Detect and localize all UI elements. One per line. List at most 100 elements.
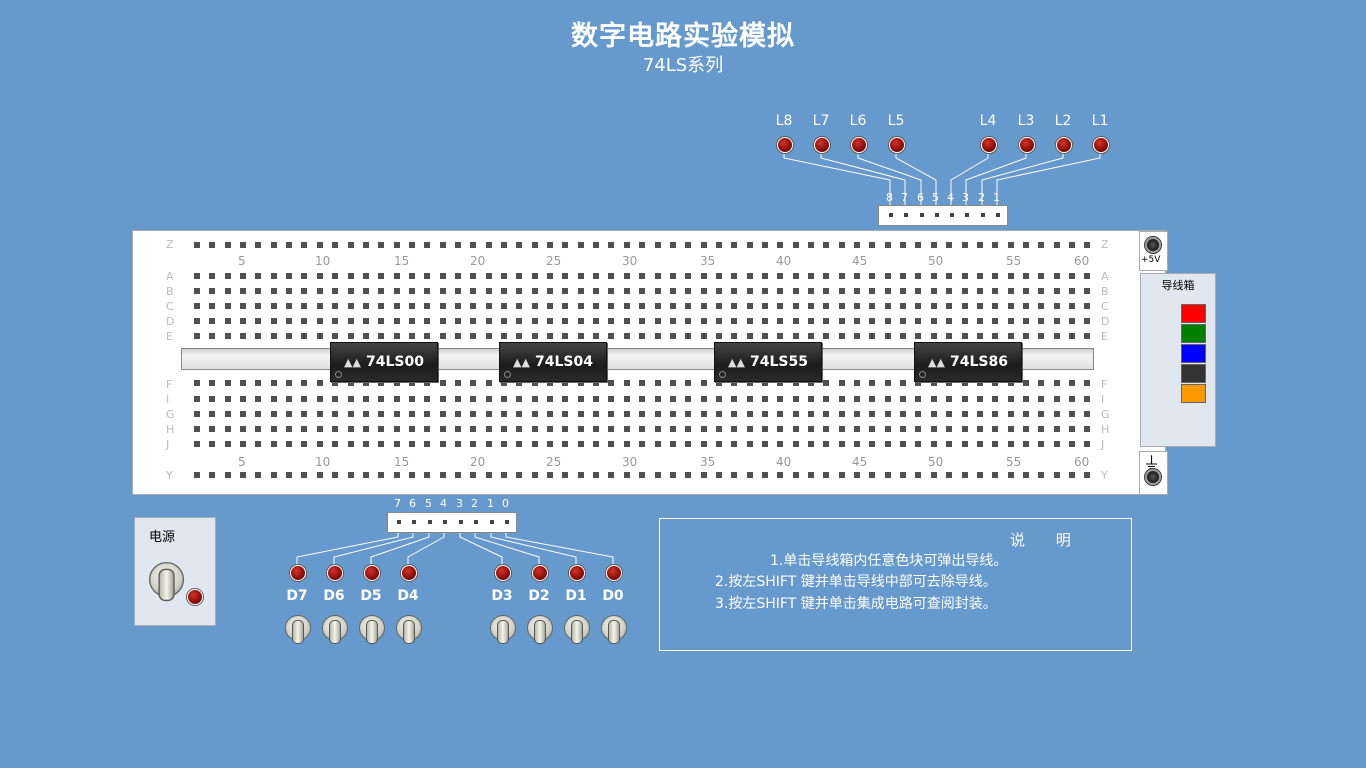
breadboard-hole[interactable]	[977, 318, 983, 324]
breadboard-hole[interactable]	[1008, 380, 1014, 386]
breadboard-hole[interactable]	[424, 288, 430, 294]
breadboard-hole[interactable]	[1038, 242, 1044, 248]
breadboard-hole[interactable]	[363, 333, 369, 339]
breadboard-hole[interactable]	[516, 242, 522, 248]
breadboard-hole[interactable]	[440, 411, 446, 417]
breadboard-hole[interactable]	[301, 303, 307, 309]
breadboard-hole[interactable]	[885, 426, 891, 432]
breadboard-hole[interactable]	[608, 426, 614, 432]
breadboard-hole[interactable]	[194, 396, 200, 402]
breadboard-hole[interactable]	[301, 396, 307, 402]
breadboard-hole[interactable]	[808, 380, 814, 386]
breadboard-hole[interactable]	[255, 380, 261, 386]
breadboard-hole[interactable]	[946, 273, 952, 279]
breadboard-hole[interactable]	[685, 441, 691, 447]
breadboard-hole[interactable]	[1023, 303, 1029, 309]
breadboard-hole[interactable]	[962, 472, 968, 478]
breadboard-hole[interactable]	[470, 411, 476, 417]
breadboard-hole[interactable]	[532, 318, 538, 324]
breadboard-hole[interactable]	[532, 441, 538, 447]
breadboard-hole[interactable]	[655, 333, 661, 339]
breadboard-hole[interactable]	[823, 472, 829, 478]
breadboard-hole[interactable]	[869, 396, 875, 402]
breadboard-hole[interactable]	[839, 273, 845, 279]
breadboard-hole[interactable]	[317, 273, 323, 279]
breadboard-hole[interactable]	[808, 318, 814, 324]
breadboard-hole[interactable]	[823, 380, 829, 386]
breadboard-hole[interactable]	[839, 318, 845, 324]
ground-terminal[interactable]	[1145, 469, 1161, 485]
breadboard-hole[interactable]	[977, 411, 983, 417]
breadboard-hole[interactable]	[562, 411, 568, 417]
breadboard-hole[interactable]	[747, 472, 753, 478]
breadboard-hole[interactable]	[793, 318, 799, 324]
breadboard-hole[interactable]	[440, 426, 446, 432]
breadboard-hole[interactable]	[869, 426, 875, 432]
breadboard-hole[interactable]	[317, 396, 323, 402]
breadboard-hole[interactable]	[762, 288, 768, 294]
breadboard-hole[interactable]	[593, 411, 599, 417]
breadboard-hole[interactable]	[486, 426, 492, 432]
breadboard-hole[interactable]	[639, 333, 645, 339]
breadboard-hole[interactable]	[501, 380, 507, 386]
breadboard-hole[interactable]	[900, 426, 906, 432]
breadboard-hole[interactable]	[332, 242, 338, 248]
breadboard-hole[interactable]	[608, 288, 614, 294]
breadboard-hole[interactable]	[962, 273, 968, 279]
breadboard-hole[interactable]	[532, 426, 538, 432]
breadboard-hole[interactable]	[915, 472, 921, 478]
breadboard-hole[interactable]	[762, 333, 768, 339]
breadboard-hole[interactable]	[562, 441, 568, 447]
breadboard-hole[interactable]	[731, 242, 737, 248]
breadboard-hole[interactable]	[363, 303, 369, 309]
breadboard-hole[interactable]	[670, 318, 676, 324]
breadboard-hole[interactable]	[271, 273, 277, 279]
breadboard-hole[interactable]	[455, 288, 461, 294]
breadboard-hole[interactable]	[608, 303, 614, 309]
breadboard-hole[interactable]	[946, 318, 952, 324]
breadboard-hole[interactable]	[854, 333, 860, 339]
breadboard-hole[interactable]	[854, 288, 860, 294]
breadboard-hole[interactable]	[516, 303, 522, 309]
breadboard-hole[interactable]	[532, 288, 538, 294]
breadboard-hole[interactable]	[915, 288, 921, 294]
chip-74ls86[interactable]: ▲▲74LS86	[914, 342, 1022, 382]
breadboard-hole[interactable]	[854, 242, 860, 248]
breadboard-hole[interactable]	[1054, 472, 1060, 478]
breadboard-hole[interactable]	[348, 333, 354, 339]
breadboard-hole[interactable]	[931, 333, 937, 339]
breadboard-hole[interactable]	[731, 333, 737, 339]
breadboard-hole[interactable]	[1038, 472, 1044, 478]
connector-hole[interactable]	[920, 213, 924, 217]
breadboard-hole[interactable]	[225, 396, 231, 402]
breadboard-hole[interactable]	[931, 242, 937, 248]
breadboard-hole[interactable]	[240, 333, 246, 339]
breadboard-hole[interactable]	[885, 333, 891, 339]
breadboard-hole[interactable]	[255, 242, 261, 248]
breadboard-hole[interactable]	[931, 288, 937, 294]
breadboard-hole[interactable]	[716, 396, 722, 402]
breadboard-hole[interactable]	[1038, 441, 1044, 447]
breadboard-hole[interactable]	[777, 472, 783, 478]
breadboard-hole[interactable]	[363, 380, 369, 386]
breadboard-hole[interactable]	[547, 396, 553, 402]
breadboard-hole[interactable]	[977, 303, 983, 309]
breadboard-hole[interactable]	[946, 396, 952, 402]
breadboard-hole[interactable]	[823, 396, 829, 402]
breadboard-hole[interactable]	[424, 303, 430, 309]
breadboard-hole[interactable]	[992, 242, 998, 248]
breadboard-hole[interactable]	[854, 380, 860, 386]
breadboard-hole[interactable]	[992, 303, 998, 309]
breadboard-hole[interactable]	[1023, 333, 1029, 339]
breadboard-hole[interactable]	[854, 472, 860, 478]
breadboard-hole[interactable]	[470, 380, 476, 386]
breadboard-hole[interactable]	[332, 288, 338, 294]
breadboard-hole[interactable]	[394, 318, 400, 324]
breadboard-hole[interactable]	[255, 303, 261, 309]
breadboard-hole[interactable]	[486, 380, 492, 386]
breadboard-hole[interactable]	[301, 380, 307, 386]
breadboard-hole[interactable]	[240, 318, 246, 324]
breadboard-hole[interactable]	[839, 303, 845, 309]
breadboard-hole[interactable]	[578, 380, 584, 386]
breadboard-hole[interactable]	[900, 396, 906, 402]
